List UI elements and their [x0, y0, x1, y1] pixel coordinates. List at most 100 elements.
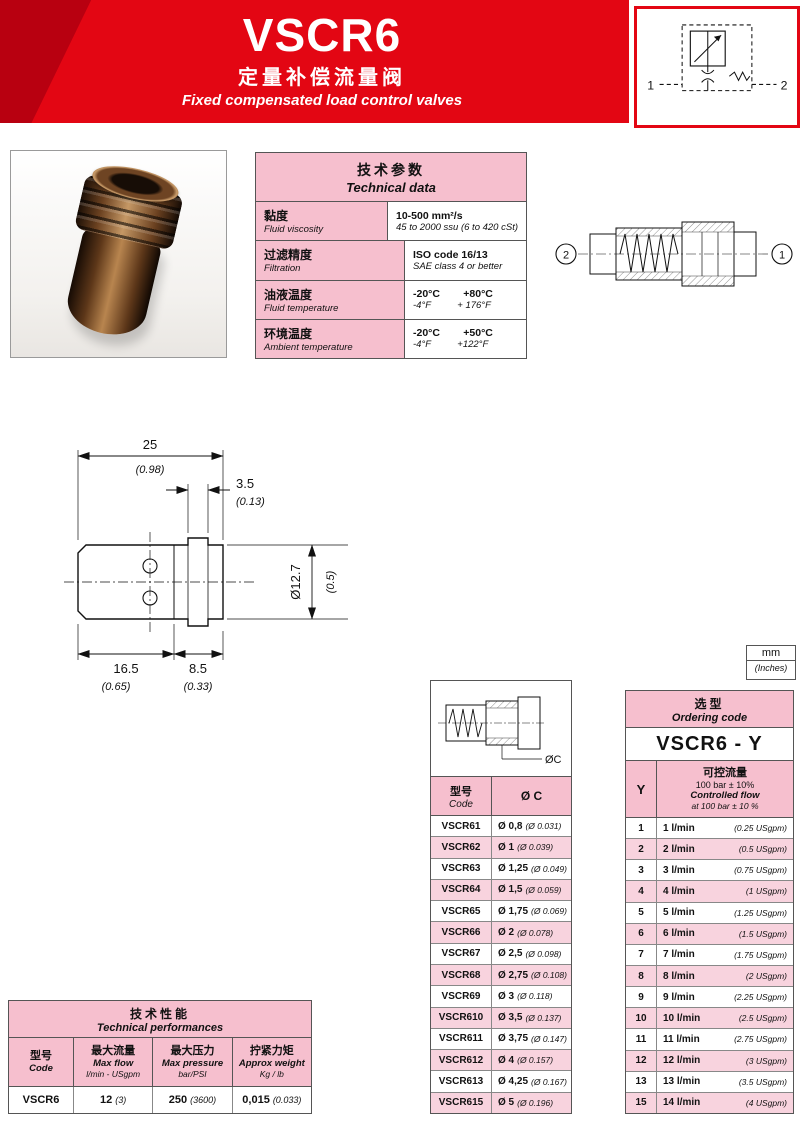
ordering-table-row: 9 9 l/min (2.25 USgpm) — [626, 987, 793, 1009]
ordering-row-y: 10 — [626, 1008, 657, 1029]
dim-16-5-inches: (0.65) — [102, 681, 131, 693]
perf-value-weight: 0,015 (0.033) — [242, 1094, 302, 1106]
page-subtitle-cn: 定量补偿流量阀 — [238, 66, 406, 89]
ordering-row-y: 13 — [626, 1071, 657, 1092]
perf-col-code: 型号 Code — [9, 1038, 74, 1086]
ordering-table-row: 7 7 l/min (1.75 USgpm) — [626, 944, 793, 966]
orifice-row-diameter: Ø 1 (Ø 0.039) — [498, 841, 554, 853]
technical-data-title-en: Technical data — [346, 179, 436, 195]
orifice-table-row: VSCR62 Ø 1 (Ø 0.039) — [431, 837, 571, 859]
perf-value-pressure: 250 (3600) — [153, 1087, 233, 1113]
technical-data-label: 过滤精度 Filtration — [256, 241, 405, 280]
ordering-row-flow: 5 l/min (1.25 USgpm) — [663, 907, 787, 919]
ordering-row-y: 2 — [626, 839, 657, 860]
orifice-row-code: VSCR61 — [431, 816, 492, 837]
perf-col-max-flow: 最大流量 Max flow l/min - USgpm — [74, 1038, 154, 1086]
orifice-row-diameter: Ø 3,5 (Ø 0.137) — [498, 1012, 562, 1024]
technical-data-row: 过滤精度 Filtration ISO code 16/13 SAE class… — [256, 241, 526, 281]
ordering-table-row: 6 6 l/min (1.5 USgpm) — [626, 923, 793, 945]
ordering-table-row: 15 14 l/min (4 USgpm) — [626, 1092, 793, 1113]
orifice-table-row: VSCR610 Ø 3,5 (Ø 0.137) — [431, 1007, 571, 1029]
orifice-table-row: VSCR63 Ø 1,25 (Ø 0.049) — [431, 858, 571, 880]
dim-8-5: 8.5 — [189, 661, 207, 676]
orifice-row-code: VSCR610 — [431, 1007, 492, 1028]
technical-data-label: 黏度 Fluid viscosity — [256, 202, 388, 241]
orifice-table-row: VSCR64 Ø 1,5 (Ø 0.059) — [431, 879, 571, 902]
orifice-table-row: VSCR68 Ø 2,75 (Ø 0.108) — [431, 964, 571, 987]
hydraulic-symbol-box: 1 2 — [634, 6, 800, 128]
orifice-row-diameter: Ø 2,75 (Ø 0.108) — [498, 969, 567, 981]
orifice-row-diameter: Ø 1,25 (Ø 0.049) — [498, 863, 567, 875]
units-note: mm (Inches) — [746, 645, 796, 680]
orifice-col-code: 型号 Code — [431, 777, 492, 815]
orifice-row-diameter: Ø 3 (Ø 0.118) — [498, 990, 553, 1002]
technical-data-value: ISO code 16/13 SAE class 4 or better — [405, 241, 526, 280]
page-title: VSCR6 — [242, 9, 402, 62]
perf-value-flow: 12 (3) — [74, 1087, 154, 1113]
technical-data-value: 10-500 mm²/s 45 to 2000 ssu (6 to 420 cS… — [388, 202, 526, 241]
technical-data-value: -20°C +80°C -4°F + 176°F — [405, 280, 526, 319]
ordering-code-table: 选型 Ordering code VSCR6 - Y Y 可控流量 100 ba… — [625, 690, 794, 1114]
orifice-row-code: VSCR613 — [431, 1071, 492, 1092]
ordering-row-y: 3 — [626, 860, 657, 881]
orifice-row-diameter: Ø 5 (Ø 0.196) — [498, 1097, 554, 1109]
ordering-row-y: 15 — [626, 1092, 657, 1113]
ordering-row-y: 12 — [626, 1050, 657, 1071]
ordering-row-flow: 2 l/min (0.5 USgpm) — [663, 843, 787, 855]
cross-section-drawing: 2 1 — [552, 202, 796, 312]
ordering-row-flow: 14 l/min (4 USgpm) — [663, 1097, 787, 1109]
orifice-row-code: VSCR615 — [431, 1092, 492, 1113]
technical-data-value: -20°C +50°C -4°F +122°F — [405, 319, 526, 358]
header-banner: VSCR6 定量补偿流量阀 Fixed compensated load con… — [0, 0, 629, 123]
dim-8-5-inches: (0.33) — [184, 681, 213, 693]
ordering-row-flow: 4 l/min (1 USgpm) — [663, 885, 787, 897]
orifice-table-row: VSCR61 Ø 0,8 (Ø 0.031) — [431, 816, 571, 838]
orifice-table-row: VSCR69 Ø 3 (Ø 0.118) — [431, 986, 571, 1008]
orifice-row-code: VSCR611 — [431, 1028, 492, 1050]
orifice-row-code: VSCR63 — [431, 858, 492, 879]
ordering-table-row: 3 3 l/min (0.75 USgpm) — [626, 860, 793, 882]
perf-value-code: VSCR6 — [9, 1087, 74, 1113]
ordering-table-row: 12 12 l/min (3 USgpm) — [626, 1050, 793, 1072]
dim-diameter-inches: (0.5) — [325, 570, 337, 593]
section-port-2-label: 2 — [563, 250, 569, 262]
ordering-row-y: 1 — [626, 818, 657, 839]
orifice-table-row: VSCR611 Ø 3,75 (Ø 0.147) — [431, 1028, 571, 1051]
perf-col-max-pressure: 最大压力 Max pressure bar/PSI — [153, 1038, 233, 1086]
orifice-diameter-label: ØC — [545, 754, 562, 766]
ordering-row-flow: 10 l/min (2.5 USgpm) — [663, 1012, 787, 1024]
dim-3-5: 3.5 — [236, 476, 254, 491]
ordering-header: 选型 Ordering code — [626, 691, 793, 728]
performance-column-headers: 型号 Code 最大流量 Max flow l/min - USgpm 最大压力… — [9, 1038, 311, 1087]
performance-table: 技术性能 Technical performances 型号 Code 最大流量… — [8, 1000, 312, 1114]
orifice-row-diameter: Ø 0,8 (Ø 0.031) — [498, 820, 562, 832]
ordering-table-row: 13 13 l/min (3.5 USgpm) — [626, 1071, 793, 1093]
dim-3-5-inches: (0.13) — [236, 496, 265, 508]
units-inches-label: (Inches) — [754, 663, 788, 673]
orifice-table-row: VSCR612 Ø 4 (Ø 0.157) — [431, 1050, 571, 1072]
ordering-row-flow: 6 l/min (1.5 USgpm) — [663, 928, 787, 940]
orifice-row-diameter: Ø 3,75 (Ø 0.147) — [498, 1033, 567, 1045]
ordering-row-flow: 1 l/min (0.25 USgpm) — [663, 822, 787, 834]
orifice-row-code: VSCR64 — [431, 879, 492, 901]
ordering-row-flow: 11 l/min (2.75 USgpm) — [663, 1033, 787, 1045]
orifice-row-code: VSCR65 — [431, 901, 492, 922]
ordering-flow-header: Y 可控流量 100 bar ± 10% Controlled flow at … — [626, 761, 793, 818]
technical-data-row: 黏度 Fluid viscosity 10-500 mm²/s 45 to 20… — [256, 202, 526, 242]
orifice-row-diameter: Ø 4,25 (Ø 0.167) — [498, 1076, 567, 1088]
ordering-row-flow: 7 l/min (1.75 USgpm) — [663, 949, 787, 961]
performance-data-row: VSCR6 12 (3) 250 (3600) 0,015 (0.033) — [9, 1087, 311, 1113]
dim-25-inches: (0.98) — [136, 464, 165, 476]
orifice-section-drawing: ØC — [431, 681, 571, 777]
dim-16-5: 16.5 — [113, 661, 138, 676]
technical-data-row: 油液温度 Fluid temperature -20°C +80°C -4°F … — [256, 280, 526, 320]
orifice-row-diameter: Ø 4 (Ø 0.157) — [498, 1054, 554, 1066]
ordering-row-y: 6 — [626, 923, 657, 944]
ordering-y-column-label: Y — [626, 761, 657, 817]
ordering-row-flow: 13 l/min (3.5 USgpm) — [663, 1076, 787, 1088]
ordering-row-y: 5 — [626, 902, 657, 923]
product-photo — [10, 150, 227, 358]
orifice-table-row: VSCR613 Ø 4,25 (Ø 0.167) — [431, 1071, 571, 1093]
technical-data-header: 技术参数 Technical data — [256, 153, 526, 202]
ordering-table-row: 2 2 l/min (0.5 USgpm) — [626, 839, 793, 861]
